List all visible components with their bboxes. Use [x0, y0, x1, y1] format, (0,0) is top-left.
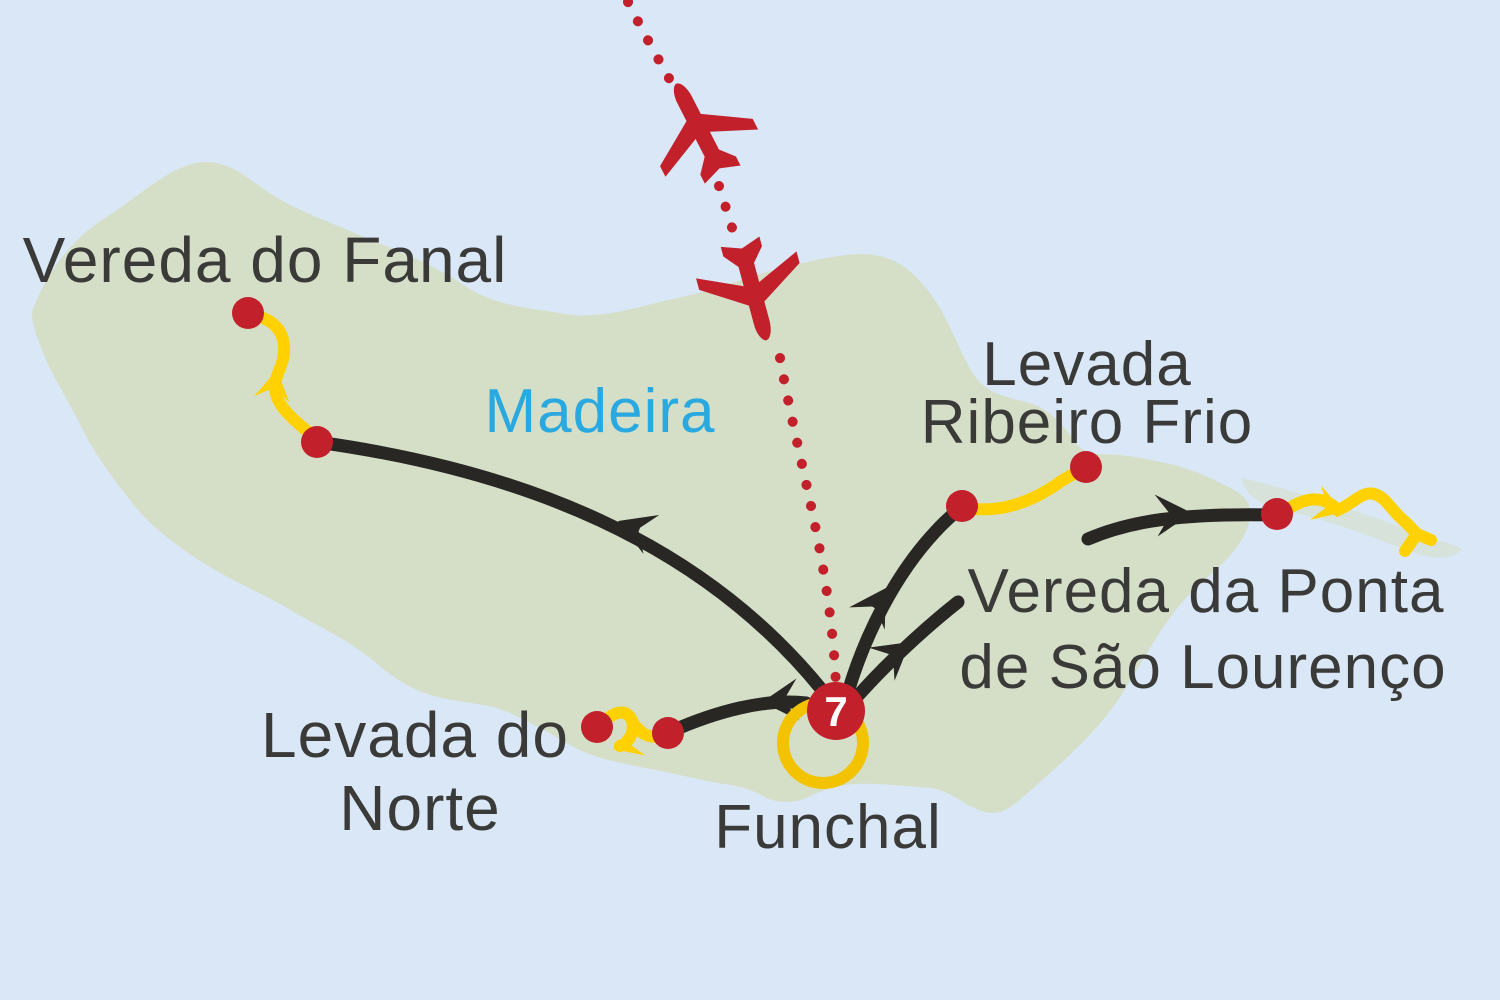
marker-ribeiro-frio-east — [1070, 451, 1102, 483]
marker-fanal-north — [232, 297, 264, 329]
route-arrowhead-fanal — [618, 515, 660, 554]
trail-arrowhead-sao-lourenco — [1309, 485, 1344, 520]
label-funchal: Funchal — [714, 793, 942, 862]
route-funchal-sao-lourenco-end — [1081, 508, 1284, 546]
label-levada-ribeiro-frio-line1: Levada — [982, 330, 1191, 399]
label-levada-do-norte-line2: Norte — [339, 772, 501, 844]
flight-path-segment-3 — [775, 353, 841, 690]
day-badge-circle — [807, 682, 865, 740]
label-levada-do-norte-line1: Levada do — [261, 699, 569, 771]
trail-arrowhead-levada-norte — [613, 723, 646, 756]
flight-path-segment-1 — [623, 0, 675, 85]
route-funchal-levada-norte — [665, 695, 813, 738]
label-ponta-sao-lourenco-line2: de São Lourenço — [959, 633, 1446, 702]
marker-fanal-south — [301, 426, 333, 458]
day-badge-number: 7 — [824, 688, 847, 735]
airplane-arriving-icon — [696, 236, 800, 341]
label-ponta-sao-lourenco-line1: Vereda da Ponta — [968, 557, 1445, 626]
trail-sao-lourenco — [1282, 487, 1423, 540]
marker-levada-norte-east — [652, 717, 684, 749]
label-levada-ribeiro-frio-line2: Ribeiro Frio — [921, 388, 1253, 457]
route-arrowhead-ribeiro-frio — [849, 588, 886, 630]
trail-arrowhead-fanal — [254, 370, 290, 403]
island-shape — [32, 161, 1251, 813]
marker-sao-lourenco — [1261, 498, 1293, 530]
label-vereda-do-fanal: Vereda do Fanal — [23, 224, 508, 296]
route-arrowhead-sao-lourenco-b — [1154, 494, 1192, 537]
route-funchal-fanal — [310, 435, 829, 697]
route-arrowhead-sao-lourenco-a — [868, 642, 910, 681]
marker-ribeiro-frio-west — [946, 490, 978, 522]
marker-levada-norte-west — [581, 711, 613, 743]
route-arrowhead-levada-norte — [762, 678, 800, 721]
trail-sao-lourenco-fork-b — [1399, 528, 1423, 557]
flight-path-segment-2 — [714, 181, 738, 236]
island-name-label: Madeira — [485, 377, 716, 446]
airplane-departing-icon — [660, 83, 759, 184]
